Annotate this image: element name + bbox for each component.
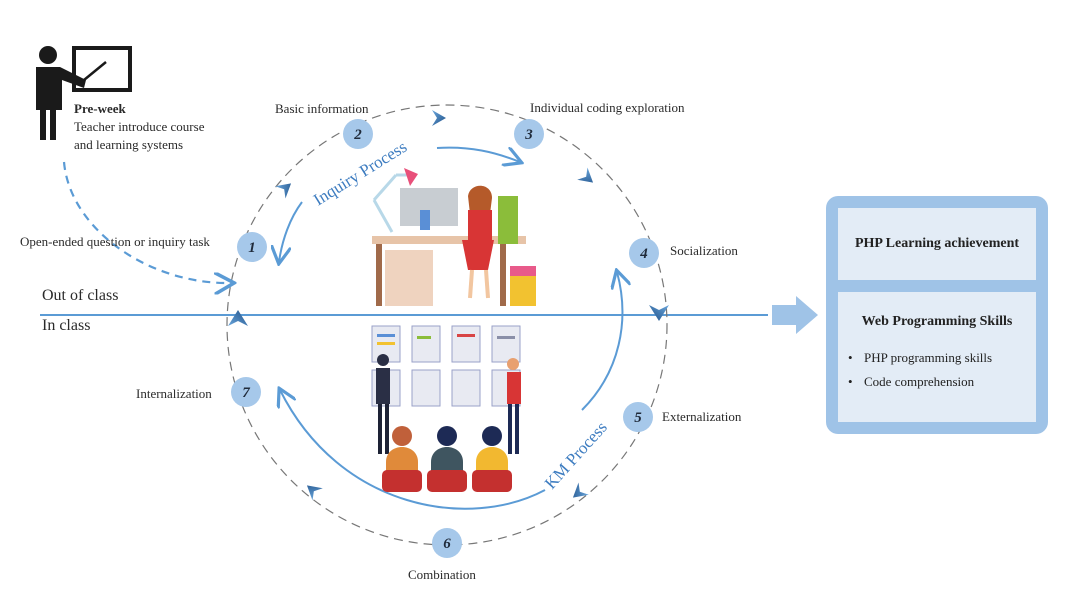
step-3-badge: 3 — [514, 119, 544, 149]
step-3-label: Individual coding exploration — [530, 100, 685, 115]
learning-achievement-box: PHP Learning achievement — [838, 208, 1036, 280]
student-at-computer-illustration — [372, 168, 536, 306]
step-6-label: Combination — [408, 567, 476, 582]
km-arc-arrow-right — [581, 272, 622, 411]
step-number: 7 — [242, 385, 250, 401]
step-2-badge: 2 — [343, 119, 373, 149]
step-circle — [237, 232, 267, 262]
skills-list: PHP programming skills Code comprehensio… — [838, 346, 1036, 394]
step-1-badge: 1 — [237, 232, 267, 262]
step-2-label: Basic information — [275, 101, 369, 116]
step-5-badge: 5 — [623, 402, 653, 432]
classroom-presentation-illustration — [371, 325, 521, 492]
skills-list-item: PHP programming skills — [848, 346, 1036, 370]
outcome-panel: PHP Learning achievement Web Programming… — [826, 196, 1048, 434]
step-7-badge: 7 — [231, 377, 261, 407]
step-4-badge: 4 — [629, 238, 659, 268]
chevron-icon — [275, 183, 292, 199]
out-of-class-label: Out of class — [42, 287, 119, 304]
km-arc-arrow-bottom — [280, 390, 546, 510]
web-programming-skills-box: Web Programming Skills PHP programming s… — [838, 292, 1036, 422]
preweek-dashed-arrow — [62, 161, 232, 283]
teacher-presenting-icon — [36, 46, 132, 140]
step-circle — [623, 402, 653, 432]
preweek-title: Pre-week — [74, 101, 126, 116]
skills-list-item: Code comprehension — [848, 370, 1036, 394]
step-circle — [343, 119, 373, 149]
chevron-icon — [649, 305, 669, 321]
chevron-icon — [228, 310, 248, 326]
preweek-note: Pre-week Teacher introduce course and le… — [74, 100, 204, 154]
inquiry-arc-arrow-left — [279, 201, 303, 262]
step-number: 3 — [524, 127, 533, 143]
web-programming-skills-title: Web Programming Skills — [861, 314, 1013, 329]
step-number: 1 — [248, 240, 256, 256]
step-7-label: Internalization — [136, 386, 212, 401]
chevron-icon — [572, 482, 589, 498]
step-1-label: Open-ended question or inquiry task — [20, 234, 210, 249]
preweek-line2: and learning systems — [74, 137, 184, 152]
step-5-label: Externalization — [662, 409, 742, 424]
inquiry-arc-arrow-top — [436, 146, 520, 162]
preweek-line1: Teacher introduce course — [74, 119, 205, 134]
chevron-icon — [432, 110, 446, 126]
step-circle — [514, 119, 544, 149]
step-circle — [629, 238, 659, 268]
learning-achievement-title: PHP Learning achievement — [854, 236, 1020, 251]
step-number: 4 — [639, 246, 648, 262]
step-number: 5 — [634, 410, 642, 426]
km-process-label: KM Process — [541, 418, 611, 493]
in-class-label: In class — [42, 317, 91, 334]
step-circle — [231, 377, 261, 407]
step-number: 6 — [443, 536, 451, 552]
outcome-arrow — [772, 296, 818, 334]
step-4-label: Socialization — [670, 243, 738, 258]
chevron-icon — [306, 485, 323, 501]
step-number: 2 — [353, 127, 362, 143]
step-circle — [432, 528, 462, 558]
chevron-icon — [577, 167, 594, 183]
step-6-badge: 6 — [432, 528, 462, 558]
